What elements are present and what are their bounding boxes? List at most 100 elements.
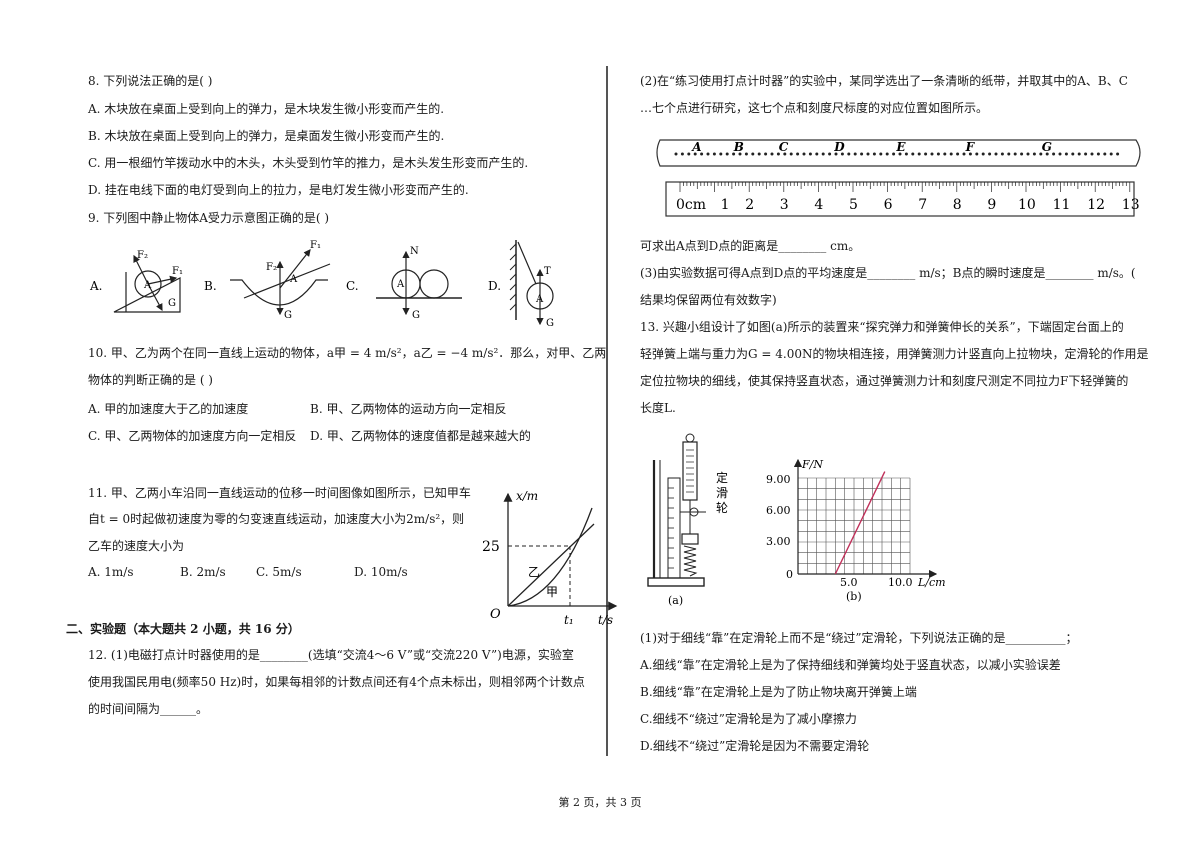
ruler-label-3: 3 — [780, 197, 789, 213]
q9-label-a: A. — [89, 279, 102, 293]
tape-dot — [1026, 152, 1030, 156]
tape-dot — [872, 152, 876, 156]
tape-dot — [693, 152, 697, 156]
tape-dot — [776, 152, 780, 156]
q10-stem-1: 10. 甲、乙为两个在同一直线上运动的物体，a甲 = 4 m/s²，a乙 = −… — [88, 346, 607, 360]
tape-dot — [892, 152, 896, 156]
ruler-label-5: 5 — [849, 197, 858, 213]
q11-option-d: D. 10m/s — [354, 565, 408, 579]
tape-dot — [956, 152, 960, 156]
tape-dot — [917, 152, 921, 156]
ruler-label-0: 0cm — [676, 197, 706, 213]
tape-dot — [808, 152, 812, 156]
tape-dot — [674, 152, 678, 156]
q9-fig-b: F₂ F₁ A G — [230, 240, 331, 321]
q9-fig-a: F₂ F₁ A G — [113, 250, 183, 313]
tape-dot — [738, 152, 742, 156]
tape-dot — [949, 152, 953, 156]
q13-option-c: C.细线不“绕过”定滑轮是为了减小摩擦力 — [640, 712, 857, 726]
ruler-label-4: 4 — [814, 197, 823, 213]
tape-dot — [764, 152, 768, 156]
tape-dot — [1096, 152, 1100, 156]
q13-line3: 定位拉物块的细线，使其保持竖直状态，通过弹簧测力计和刻度尺测定不同拉力F下轻弹簧… — [640, 374, 1129, 388]
tape-dot — [783, 152, 787, 156]
q11-y-value: 25 — [482, 539, 500, 555]
q9-label-c: C. — [346, 279, 359, 293]
q12-p1-line1: 12. (1)电磁打点计时器使用的是________(选填“交流4～6 V”或“… — [88, 648, 574, 662]
ruler-label-7: 7 — [918, 197, 927, 213]
q11-origin: O — [490, 607, 501, 622]
tape-dot — [1045, 152, 1049, 156]
q11-option-b: B. 2m/s — [180, 565, 226, 579]
q11-t1: t₁ — [564, 613, 574, 627]
q8-option-c: C. 用一根细竹竿拨动水中的木头，木头受到竹竿的推力，是木头发生形变而产生的. — [88, 156, 529, 170]
tape-dot — [1064, 152, 1068, 156]
ruler-label-11: 11 — [1053, 197, 1071, 213]
q11-stem-3: 乙车的速度大小为 — [88, 539, 185, 553]
q9c-g: G — [412, 310, 420, 321]
ruler-label-8: 8 — [953, 197, 962, 213]
ruler-label-2: 2 — [745, 197, 754, 213]
tape-dot — [1103, 152, 1107, 156]
q9-fig-d: T A G — [509, 240, 554, 329]
tape-dot — [712, 152, 716, 156]
tape-dot — [725, 152, 729, 156]
tape-dot — [789, 152, 793, 156]
q9a-a: A — [143, 280, 152, 291]
tape-dot — [1077, 152, 1081, 156]
tape-dot — [744, 152, 748, 156]
tape-point-b: B — [733, 140, 744, 154]
tape-dot — [751, 152, 755, 156]
tape-dot — [687, 152, 691, 156]
q12-p2-line2: …七个点进行研究，这七个点和刻度尺标度的对应位置如图所示。 — [640, 101, 989, 115]
tape-dot — [1013, 152, 1017, 156]
q13-line2: 轻弹簧上端与重力为G = 4.00N的物块相连接，用弹簧测力计竖直向上拉物块，定… — [640, 347, 1149, 361]
q9b-g: G — [284, 310, 292, 321]
tape-dot — [968, 152, 972, 156]
tape-point-a: A — [691, 140, 701, 154]
q13-fig-a-label: (a) — [668, 594, 683, 607]
tape-dot — [962, 152, 966, 156]
q9-fig-c: N A G — [376, 246, 462, 321]
tape-dot — [796, 152, 800, 156]
q10-option-a: A. 甲的加速度大于乙的加速度 — [88, 402, 249, 416]
q13-option-d: D.细线不“绕过”定滑轮是因为不需要定滑轮 — [640, 739, 870, 753]
q9-stem: 9. 下列图中静止物体A受力示意图正确的是( ) — [88, 211, 330, 225]
q8-stem: 8. 下列说法正确的是( ) — [88, 74, 213, 88]
q13-option-a: A.细线“靠”在定滑轮上是为了保持细线和弹簧均处于竖直状态，以减小实验误差 — [640, 658, 1061, 672]
ruler-label-6: 6 — [884, 197, 893, 213]
tape-dot — [924, 152, 928, 156]
tape-dot — [802, 152, 806, 156]
q13-sub1: (1)对于细线“靠”在定滑轮上而不是“绕过”定滑轮，下列说法正确的是______… — [640, 631, 1078, 645]
tape-dot — [988, 152, 992, 156]
tape-dot — [1071, 152, 1075, 156]
q9b-f2: F₂ — [266, 262, 277, 273]
tape-dot — [834, 152, 838, 156]
q11-option-c: C. 5m/s — [256, 565, 302, 579]
q10-stem-2: 物体的判断正确的是 ( ) — [88, 373, 213, 387]
q9-label-d: D. — [488, 279, 501, 293]
tape-dot — [847, 152, 851, 156]
tape-dot — [700, 152, 704, 156]
q13-pulley-char-2: 滑 — [716, 486, 728, 500]
q11-xt-graph: x/m t/s O 25 t₁ 乙 甲 — [482, 489, 618, 627]
tape-dot — [1007, 152, 1011, 156]
q9-figures: A. F₂ F₁ A G B. F₂ F₁ A G C. N A G D. — [89, 240, 554, 329]
tape-dot — [1052, 152, 1056, 156]
q9a-f2: F₂ — [137, 250, 148, 261]
q13-line1: 13. 兴趣小组设计了如图(a)所示的装置来“探究弹力和弹簧伸长的关系”，下端固… — [640, 320, 1124, 334]
q13-fl-line — [834, 471, 886, 575]
q13-pulley-char-3: 轮 — [716, 501, 728, 515]
q11-ylabel: x/m — [516, 489, 538, 503]
tape-dot — [879, 152, 883, 156]
tape-dot — [975, 152, 979, 156]
tape-dot — [821, 152, 825, 156]
q12-p3-line1: (3)由实验数据可得A点到D点的平均速度是________ m/s；B点的瞬时速… — [640, 266, 1136, 280]
tape-dot — [904, 152, 908, 156]
q11-xlabel: t/s — [598, 613, 613, 627]
tape-dot — [1116, 152, 1120, 156]
section-2-title: 二、实验题（本大题共 2 小题，共 16 分） — [66, 622, 300, 636]
q12-p2-answer: 可求出A点到D点的距离是________ cm。 — [640, 239, 861, 253]
q9b-f1: F₁ — [310, 240, 321, 251]
